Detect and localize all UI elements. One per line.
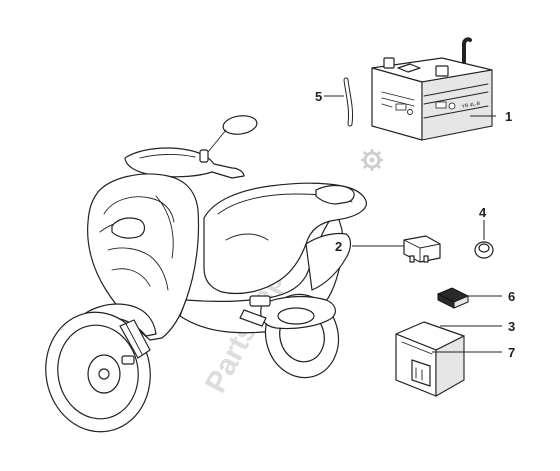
- part-7-connector: [411, 359, 431, 387]
- callout-5: 5: [315, 89, 322, 104]
- callout-1: 1: [505, 109, 512, 124]
- callout-7: 7: [508, 345, 515, 360]
- callout-4: 4: [479, 205, 487, 220]
- callout-6: 6: [508, 289, 515, 304]
- part-6-fuse: [436, 287, 470, 309]
- part-1-battery: YB 4L-B: [371, 37, 493, 141]
- scooter-illustration: [45, 115, 367, 433]
- callout-labels: 1 5 2 4 6 3 7: [315, 89, 515, 360]
- callout-2: 2: [335, 239, 342, 254]
- watermark-gear-icon: [361, 149, 383, 171]
- part-2-relay: [403, 235, 441, 263]
- callout-3: 3: [508, 319, 515, 334]
- callout-leaders: [324, 95, 502, 353]
- part-4-grommet: [474, 241, 494, 259]
- battery-model-label: YB 4L-B: [461, 101, 481, 110]
- part-5-breather-hose: [343, 77, 353, 127]
